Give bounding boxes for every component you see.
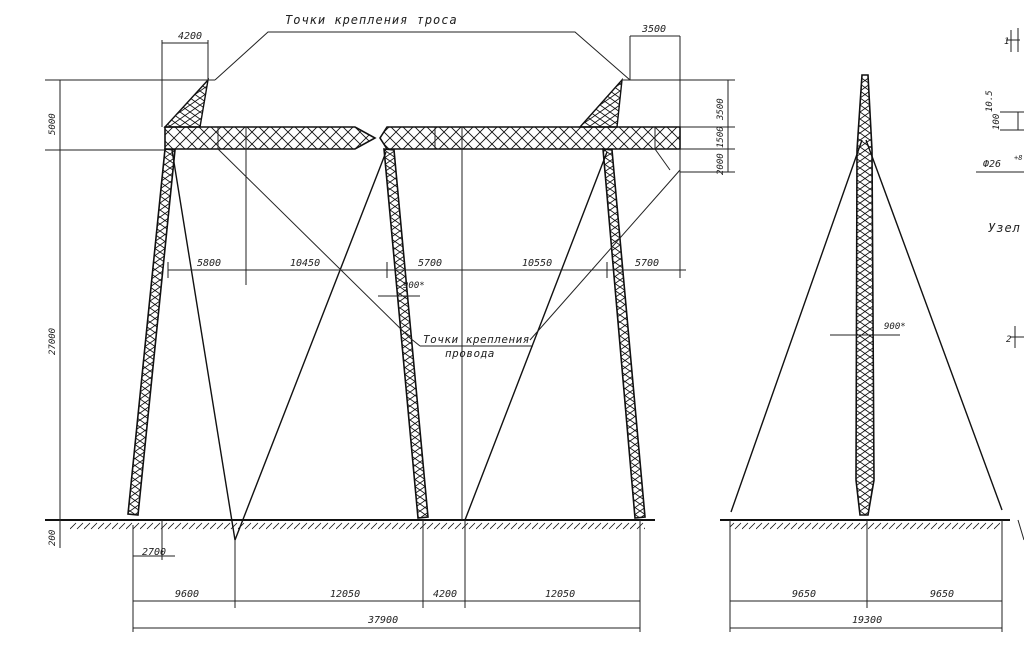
dim-2700: 2700 <box>142 547 166 558</box>
svg-text:1: 1 <box>1004 37 1009 47</box>
dim-1500-v: 1500 <box>716 126 726 148</box>
dim-3500-top: 3500 <box>641 24 666 35</box>
dim-5000: 5000 <box>48 113 58 135</box>
dim-5700-b: 5700 <box>635 258 659 269</box>
dim-37900: 37900 <box>367 615 398 626</box>
guy-wires-front <box>171 149 608 541</box>
dim-5800: 5800 <box>197 258 221 269</box>
dim-3500-v: 3500 <box>716 98 726 121</box>
crossbeam-right <box>379 126 681 150</box>
peak-right <box>578 77 623 128</box>
ground-front <box>45 519 655 531</box>
dim-900-side: 900* <box>884 322 906 332</box>
guy-wires-side <box>730 139 1003 513</box>
svg-text:+8: +8 <box>1014 154 1022 162</box>
dim-200: 200 <box>48 530 58 546</box>
node-label: Узел <box>988 221 1021 235</box>
cable-points-label: Точки крепления троса <box>285 13 458 27</box>
crossbeam-left <box>164 126 377 150</box>
svg-text:10.5: 10.5 <box>985 90 995 112</box>
dim-27000: 27000 <box>48 328 58 355</box>
dim-9650-a: 9650 <box>792 589 816 600</box>
svg-text:Ф26: Ф26 <box>983 159 1001 170</box>
dim-900-front: 900* <box>403 281 425 291</box>
svg-text:2: 2 <box>1006 335 1011 345</box>
side-mast <box>855 74 875 516</box>
dim-9600: 9600 <box>175 589 199 600</box>
ground-side <box>720 519 1010 531</box>
dim-19300: 19300 <box>852 615 882 626</box>
leg-left <box>127 148 176 516</box>
dim-4200-top: 4200 <box>178 31 202 42</box>
wire-points-label-2: провода <box>445 347 495 360</box>
dim-5700-a: 5700 <box>418 258 442 269</box>
dim-4200-bot: 4200 <box>433 589 457 600</box>
dim-12050-b: 12050 <box>545 589 575 600</box>
dim-9650-b: 9650 <box>930 589 954 600</box>
dim-10450: 10450 <box>290 258 320 269</box>
dim-10550: 10550 <box>522 258 552 269</box>
node-detail: 1 10.5 100 Ф26 +8 Узел 2 <box>976 28 1024 541</box>
dim-2000-v: 2000 <box>716 153 726 175</box>
wire-points-label-1: Точки крепления <box>423 333 530 346</box>
svg-text:100: 100 <box>992 114 1002 130</box>
peak-left <box>163 77 210 128</box>
leg-right <box>602 148 646 519</box>
dim-12050-a: 12050 <box>330 589 360 600</box>
